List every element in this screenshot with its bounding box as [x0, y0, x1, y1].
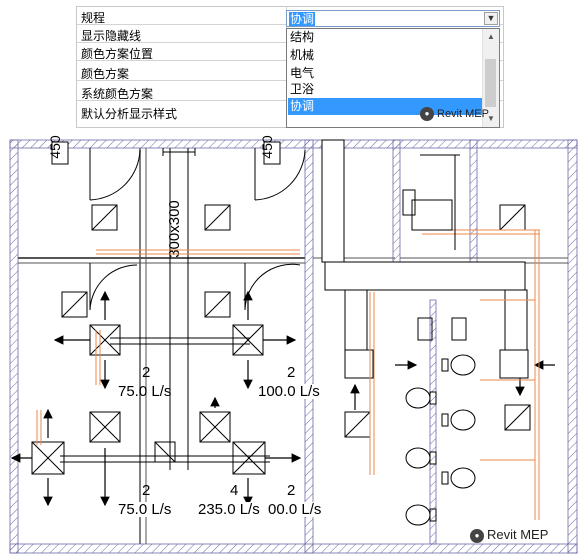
doors: [89, 148, 306, 311]
diffuser-flow: 00.0 L/s: [268, 501, 322, 518]
diffuser-flow: 75.0 L/s: [118, 383, 172, 400]
main-duct: [60, 148, 270, 470]
diffuser-count: 2: [287, 482, 296, 499]
option-electrical[interactable]: 电气: [290, 66, 315, 80]
discipline-select[interactable]: 协调 ▼: [286, 10, 500, 27]
discipline-options-list[interactable]: 结构 机械 电气 卫浴 协调 ▲ ▼: [286, 28, 500, 128]
discipline-select-value: 协调: [289, 12, 316, 26]
fixtures: [61, 204, 531, 438]
chevron-down-icon[interactable]: ▼: [484, 12, 498, 25]
watermark-bottom: ●Revit MEP: [470, 527, 548, 543]
diffuser-flow: 235.0 L/s: [198, 501, 260, 518]
diffuser-count: 2: [142, 482, 151, 499]
right-duct: [321, 139, 529, 379]
duct-size-label: 300x300: [166, 200, 183, 258]
wechat-icon: ●: [470, 528, 484, 543]
equipment: [402, 154, 460, 250]
scroll-up-icon[interactable]: ▲: [487, 32, 495, 41]
walls: [9, 139, 578, 554]
property-label: 显示隐藏线: [81, 29, 142, 43]
pipes: [36, 229, 540, 520]
door-tag-left-text: 450: [47, 135, 63, 159]
option-coordination[interactable]: 协调: [288, 98, 484, 115]
toilets: [405, 317, 476, 526]
dropdown-scrollbar[interactable]: ▲ ▼: [482, 29, 499, 127]
watermark-top: ●Revit MEP: [420, 107, 489, 121]
scrollbar-thumb[interactable]: [485, 59, 496, 107]
wechat-icon: ●: [420, 107, 434, 121]
door-tag-left: 450: [47, 135, 69, 165]
diffuser-count: 4: [230, 482, 239, 499]
diffuser-flow: 75.0 L/s: [118, 501, 172, 518]
diffuser-flow: 100.0 L/s: [258, 383, 320, 400]
property-label: 系统颜色方案: [81, 87, 154, 101]
option-structural[interactable]: 结构: [290, 30, 315, 44]
property-label: 默认分析显示样式: [81, 107, 178, 121]
diffusers: [31, 324, 266, 475]
property-label: 规程: [81, 11, 106, 25]
option-plumbing[interactable]: 卫浴: [290, 82, 315, 96]
door-tag-right: 450: [259, 135, 281, 165]
diffuser-count: 2: [142, 364, 151, 381]
option-mechanical[interactable]: 机械: [290, 48, 315, 62]
scroll-down-icon[interactable]: ▼: [487, 114, 495, 123]
property-label: 颜色方案: [81, 67, 130, 81]
property-label: 颜色方案位置: [81, 47, 154, 61]
door-tag-right-text: 450: [259, 135, 275, 159]
diffuser-count: 2: [287, 364, 296, 381]
